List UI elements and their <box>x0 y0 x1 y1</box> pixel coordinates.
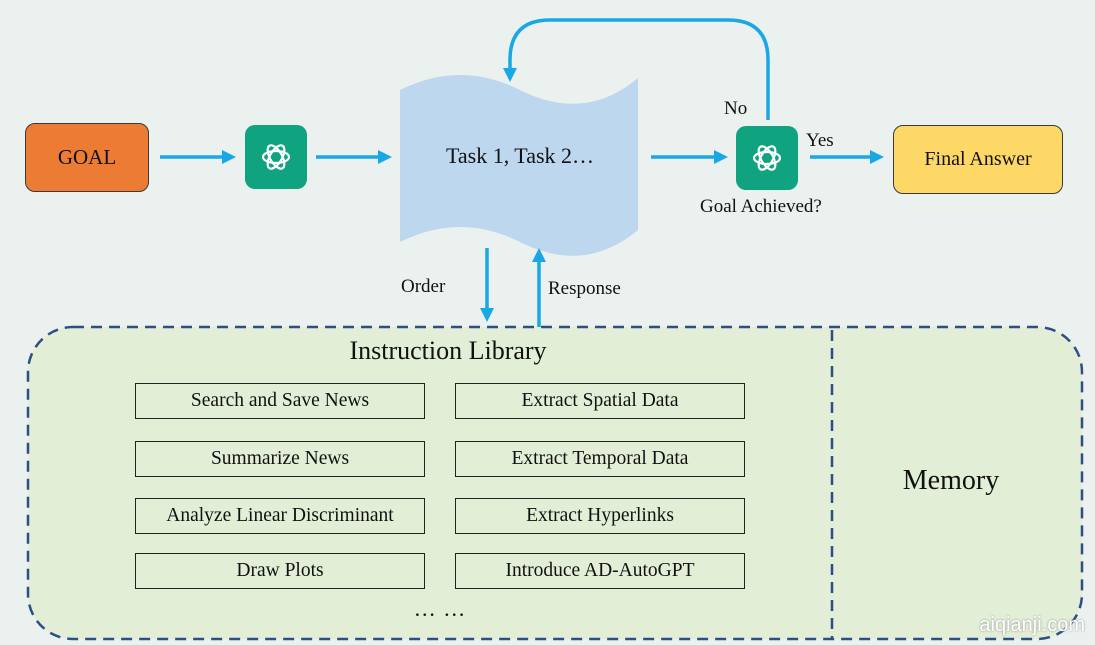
openai-logo-icon <box>245 125 307 189</box>
goal-label: GOAL <box>57 145 117 169</box>
no-label: No <box>724 98 748 119</box>
instruction-item: Draw Plots <box>135 553 425 589</box>
instruction-item: Analyze Linear Discriminant <box>135 498 425 534</box>
goal-achieved-label: Goal Achieved? <box>700 196 822 217</box>
instruction-item: Search and Save News <box>135 383 425 419</box>
final-answer-box: Final Answer <box>893 125 1063 194</box>
tasks-label: Task 1, Task 2… <box>445 143 595 168</box>
yes-label: Yes <box>806 130 834 151</box>
goal-box: GOAL <box>25 123 149 192</box>
instruction-item: Extract Hyperlinks <box>455 498 745 534</box>
openai-knot-icon <box>261 144 291 170</box>
instruction-item: Extract Temporal Data <box>455 441 745 477</box>
instruction-item: Introduce AD-AutoGPT <box>455 553 745 589</box>
final-answer-label: Final Answer <box>924 148 1032 170</box>
arrow-no-loop <box>503 18 770 120</box>
instruction-item: Extract Spatial Data <box>455 383 745 419</box>
more-instructions-ellipsis: … … <box>413 596 467 621</box>
memory-label: Memory <box>902 465 1000 496</box>
order-label: Order <box>401 276 446 297</box>
response-label: Response <box>548 278 621 299</box>
instruction-library-title: Instruction Library <box>349 336 547 365</box>
goal-check-openai-icon <box>736 126 798 190</box>
watermark: aiqianji.com <box>979 614 1085 636</box>
instruction-item: Summarize News <box>135 441 425 477</box>
task-scroll-shape <box>400 75 638 256</box>
openai-knot-icon <box>752 145 782 171</box>
